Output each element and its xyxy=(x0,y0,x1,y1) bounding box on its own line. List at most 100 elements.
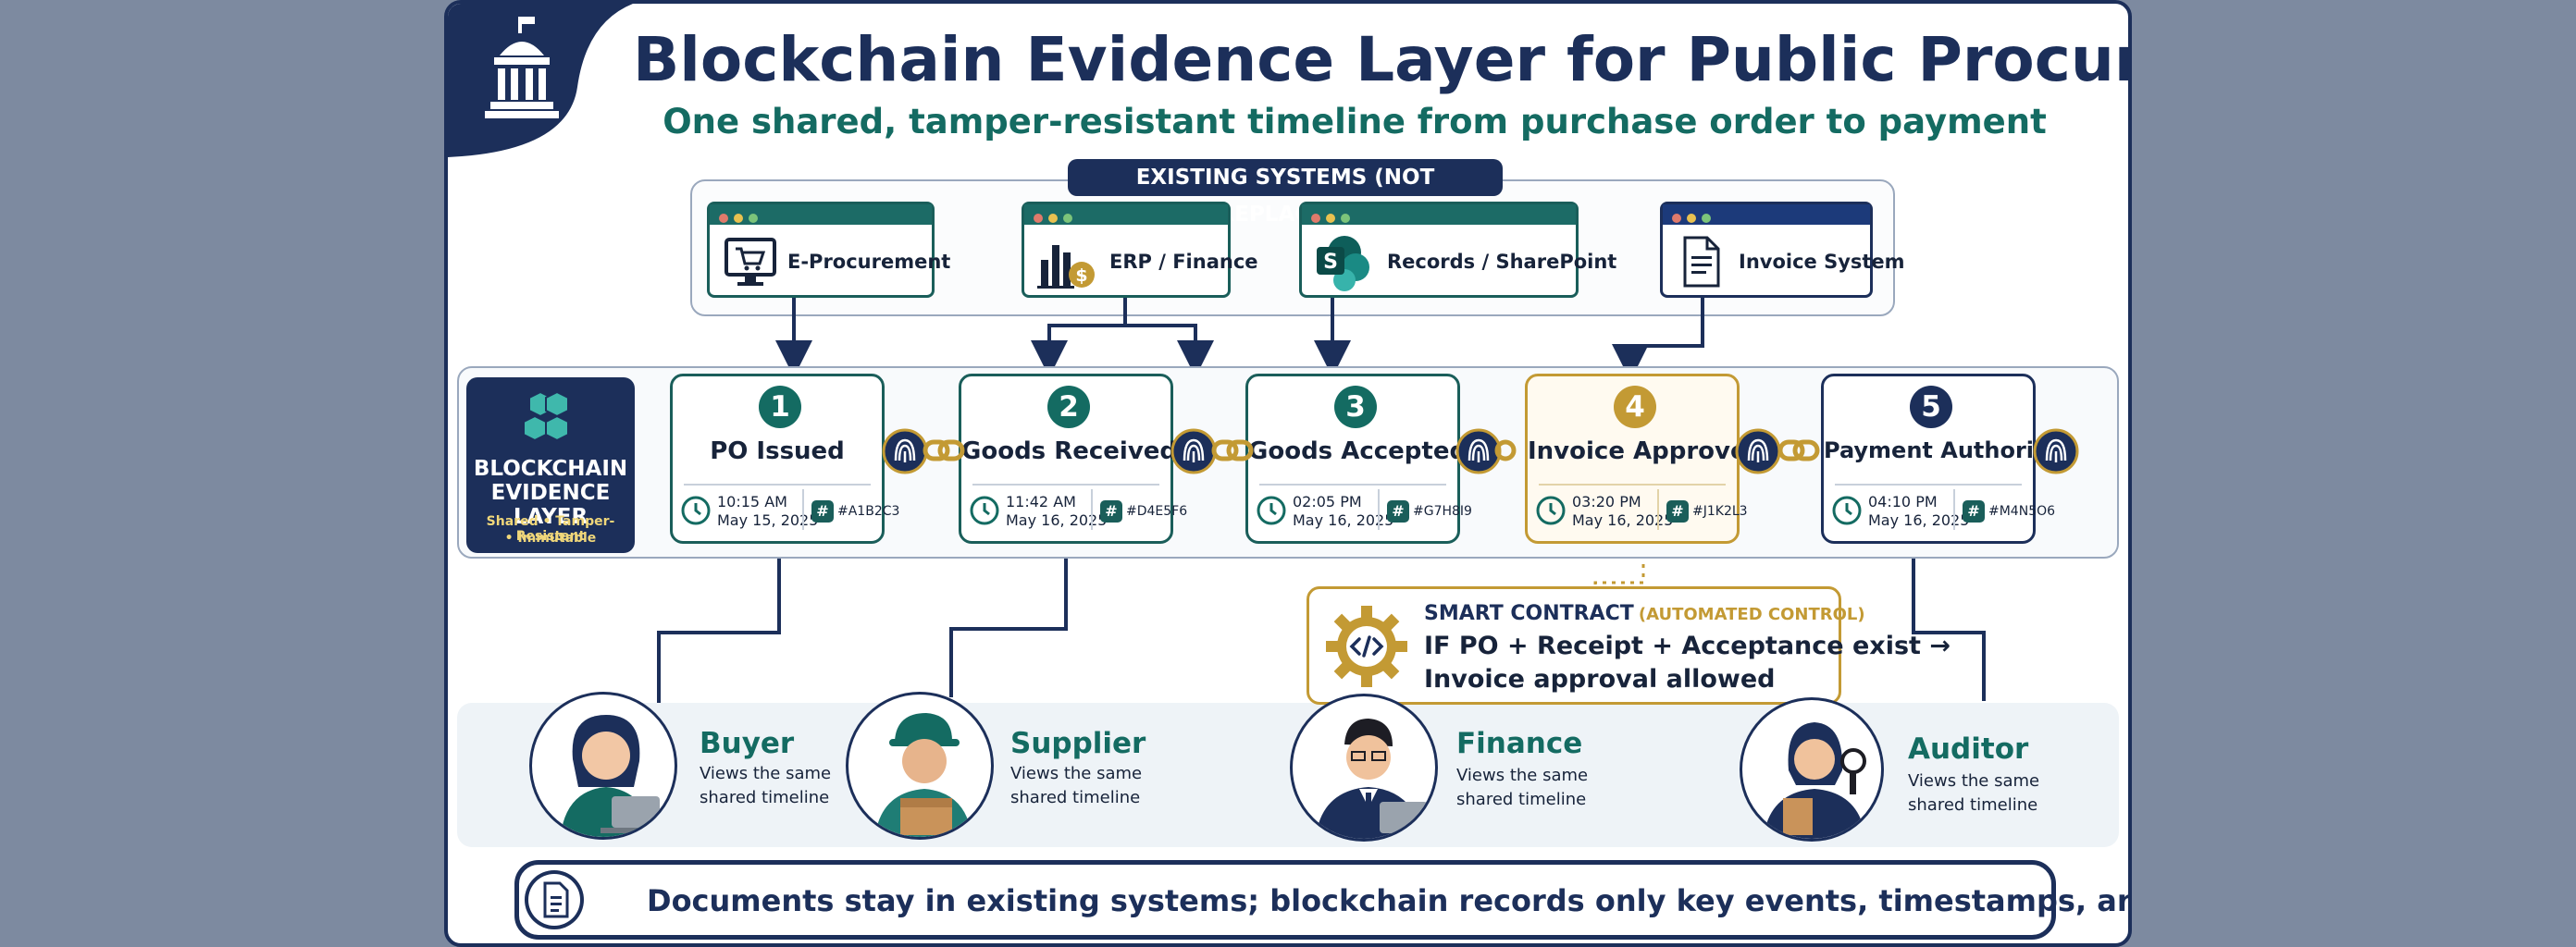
step-divider xyxy=(1835,484,2022,486)
step-card-goods-accepted: 3 Goods Accepted 02:05 PM May 16, 2025 #… xyxy=(1245,374,1472,544)
role-supplier-desc-2: shared timeline xyxy=(1010,788,1141,807)
cart-monitor-icon xyxy=(724,238,776,286)
clock-icon xyxy=(1832,496,1862,525)
window-dots xyxy=(1672,209,1716,227)
step-number-badge: 3 xyxy=(1334,386,1377,428)
page-subtitle: One shared, tamper-resistant timeline fr… xyxy=(663,102,2047,141)
bc-tagline-line1: Shared • Tamper-Resistant xyxy=(486,514,615,544)
step-date: May 16, 2025 xyxy=(1572,511,1674,529)
step-hash: #D4E5F6 xyxy=(1126,504,1188,519)
step-hash: #J1K2L3 xyxy=(1692,504,1748,519)
meta-separator xyxy=(1091,489,1093,530)
smart-contract-heading: SMART CONTRACT xyxy=(1424,602,1634,625)
step-time: 11:42 AM xyxy=(1006,493,1076,510)
clock-icon xyxy=(681,496,711,525)
role-finance-desc-1: Views the same xyxy=(1456,766,1589,785)
step-time: 04:10 PM xyxy=(1868,493,1938,510)
step-time: 10:15 AM xyxy=(717,493,787,510)
role-buyer-desc-1: Views the same xyxy=(700,764,832,783)
step-card-invoice-approved: 4 Invoice Approved 03:20 PM May 16, 2025… xyxy=(1525,374,1765,544)
step-title: Goods Accepted xyxy=(1248,437,1468,465)
hash-icon: # xyxy=(1100,500,1122,523)
smart-contract-heading-note: (AUTOMATED CONTROL) xyxy=(1638,605,1865,624)
arrow-erp-to-step2 xyxy=(1031,298,1127,377)
gear-code-icon xyxy=(1326,606,1407,687)
diagram-panel: Blockchain Evidence Layer for Public Pro… xyxy=(444,0,2132,947)
chain-link-icon-1 xyxy=(923,439,965,461)
smart-contract-rule-line1: IF PO + Receipt + Acceptance exist → xyxy=(1424,632,1951,660)
role-finance: Finance xyxy=(1456,727,1583,760)
system-label: Invoice System xyxy=(1739,251,1905,273)
smart-contract-heading-row: SMART CONTRACT (AUTOMATED CONTROL) xyxy=(1424,602,1865,625)
clock-icon xyxy=(1257,496,1286,525)
system-invoice: Invoice System xyxy=(1660,202,1905,298)
finance-person-icon xyxy=(1315,719,1428,839)
smart-contract-rule-line2: Invoice approval allowed xyxy=(1424,665,1776,694)
step-divider xyxy=(972,484,1159,486)
bc-tagline-line2: • Immutable xyxy=(504,531,597,546)
bc-title-line1: BLOCKCHAIN xyxy=(473,457,628,481)
step-divider xyxy=(1539,484,1726,486)
role-auditor-desc-1: Views the same xyxy=(1908,771,2040,791)
window-bar xyxy=(1663,204,1870,225)
footer-banner: Documents stay in existing systems; bloc… xyxy=(514,860,2128,940)
fingerprint-chain-layer xyxy=(882,428,2079,474)
chain-link-icon-2 xyxy=(1211,439,1254,461)
step-title: Invoice Approved xyxy=(1528,437,1765,465)
chain-link-icon-4 xyxy=(1777,439,1820,461)
fingerprint-icon-1 xyxy=(882,428,928,474)
finance-avatar xyxy=(1290,694,1438,842)
clock-icon xyxy=(1536,496,1566,525)
step-divider xyxy=(1259,484,1446,486)
system-e-procurement: E-Procurement xyxy=(707,202,950,298)
role-auditor: Auditor xyxy=(1908,732,2029,766)
document-icon xyxy=(1683,236,1720,288)
blockchain-evidence-layer-box: BLOCKCHAIN EVIDENCE LAYER Shared • Tampe… xyxy=(466,377,635,553)
sharepoint-icon: S xyxy=(1317,236,1369,291)
step-hash: #G7H8I9 xyxy=(1413,504,1472,519)
step-title: Goods Received xyxy=(961,437,1178,465)
system-erp-finance: $ ERP / Finance xyxy=(1022,202,1258,298)
fingerprint-icon-5 xyxy=(2033,428,2079,474)
step-hash: #M4N5O6 xyxy=(1988,504,2056,519)
step-number-badge: 1 xyxy=(759,386,801,428)
svg-text:S: S xyxy=(1323,251,1338,274)
meta-separator xyxy=(1657,489,1659,530)
step-time: 03:20 PM xyxy=(1572,493,1641,510)
step-hash: #A1B2C3 xyxy=(837,504,900,519)
step-title: PO Issued xyxy=(710,437,845,465)
footer-text: Documents stay in existing systems; bloc… xyxy=(647,883,2128,918)
window-dots xyxy=(719,209,763,227)
hash-icon: # xyxy=(811,500,834,523)
auditor-person-icon xyxy=(1763,722,1866,839)
page-title: Blockchain Evidence Layer for Public Pro… xyxy=(633,24,2128,95)
system-label: ERP / Finance xyxy=(1109,251,1258,273)
step-date: May 16, 2025 xyxy=(1293,511,1394,529)
bar-chart-coin-icon: $ xyxy=(1037,245,1095,289)
step-time: 02:05 PM xyxy=(1293,493,1362,510)
chain-link-icon-3 xyxy=(1494,439,1517,461)
role-buyer: Buyer xyxy=(700,727,795,760)
system-records-sharepoint: S Records / SharePoint xyxy=(1299,202,1616,298)
dotted-step5-auditor xyxy=(1913,631,1986,701)
role-finance-desc-2: shared timeline xyxy=(1456,790,1587,809)
clock-icon xyxy=(970,496,999,525)
arrow-invoice-to-step4 xyxy=(1612,298,1704,381)
svg-text:$: $ xyxy=(1075,265,1087,286)
footer-document-icon xyxy=(525,870,584,929)
connector-arrows xyxy=(657,298,1986,703)
step-number-badge: 2 xyxy=(1047,386,1090,428)
window-bar xyxy=(1302,204,1576,225)
fingerprint-icon-2 xyxy=(1170,428,1217,474)
window-bar xyxy=(710,204,932,225)
meta-separator xyxy=(1378,489,1380,530)
buyer-avatar xyxy=(529,692,677,840)
title-block: Blockchain Evidence Layer for Public Pro… xyxy=(633,24,2128,95)
step-number-badge: 4 xyxy=(1614,386,1656,428)
step-date: May 16, 2025 xyxy=(1868,511,1970,529)
step-divider xyxy=(684,484,871,486)
step-number-badge: 5 xyxy=(1910,386,1952,428)
step-date: May 15, 2025 xyxy=(717,511,819,529)
role-auditor-desc-2: shared timeline xyxy=(1908,795,2038,815)
fingerprint-icon-4 xyxy=(1735,428,1781,474)
